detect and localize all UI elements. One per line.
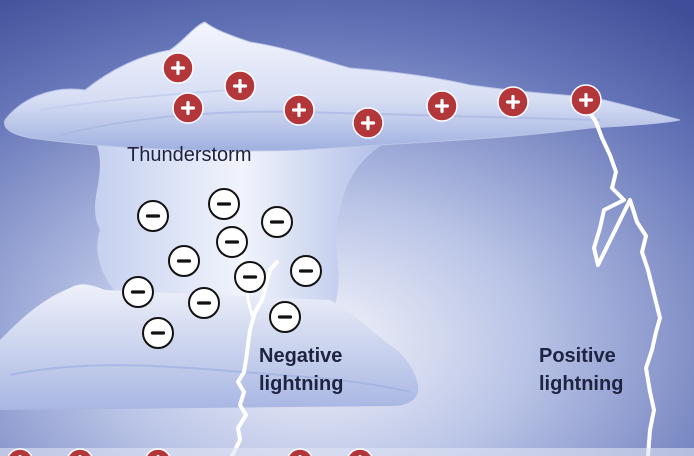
positive-charge-icon [283, 94, 315, 126]
label-negative-lightning-line1: Negative [259, 345, 342, 367]
positive-charge-icon [224, 70, 256, 102]
positive-charge-icon [497, 86, 529, 118]
ground-positive-charge-icon [347, 448, 373, 456]
label-thunderstorm: Thunderstorm [127, 144, 252, 166]
negative-charge-icon [142, 317, 174, 349]
anvil-texture-line [39, 89, 231, 111]
ground-positive-charge-icon [287, 448, 313, 456]
ground-positive-charge-icon [7, 448, 33, 456]
negative-charge-icon [208, 188, 240, 220]
ground-positive-charge-icon [67, 448, 93, 456]
negative-charge-icon [261, 206, 293, 238]
label-positive-lightning-line1: Positive [539, 345, 616, 367]
negative-charge-icon [269, 301, 301, 333]
negative-charges-group [122, 188, 322, 349]
negative-charge-icon [234, 261, 266, 293]
cloud-base-texture [9, 364, 411, 393]
positive-lightning-bolt [586, 108, 662, 456]
negative-charge-icon [290, 255, 322, 287]
label-negative-lightning-line2: lightning [259, 373, 343, 395]
positive-charge-icon [352, 107, 384, 139]
negative-charge-icon [188, 287, 220, 319]
negative-charge-icon [137, 200, 169, 232]
positive-charge-icon [570, 84, 602, 116]
negative-charge-icon [168, 245, 200, 277]
negative-charge-icon [122, 276, 154, 308]
positive-charge-icon [162, 52, 194, 84]
ground-strip [0, 448, 694, 456]
negative-lightning-bolt [230, 260, 279, 456]
positive-charge-icon [172, 92, 204, 124]
cloud-base [0, 284, 419, 410]
positive-charges-group [162, 52, 602, 139]
ground-charges [7, 448, 373, 456]
label-positive-lightning-line2: lightning [539, 373, 623, 395]
ground-positive-charge-icon [145, 448, 171, 456]
negative-charge-icon [216, 226, 248, 258]
positive-charge-icon [426, 90, 458, 122]
